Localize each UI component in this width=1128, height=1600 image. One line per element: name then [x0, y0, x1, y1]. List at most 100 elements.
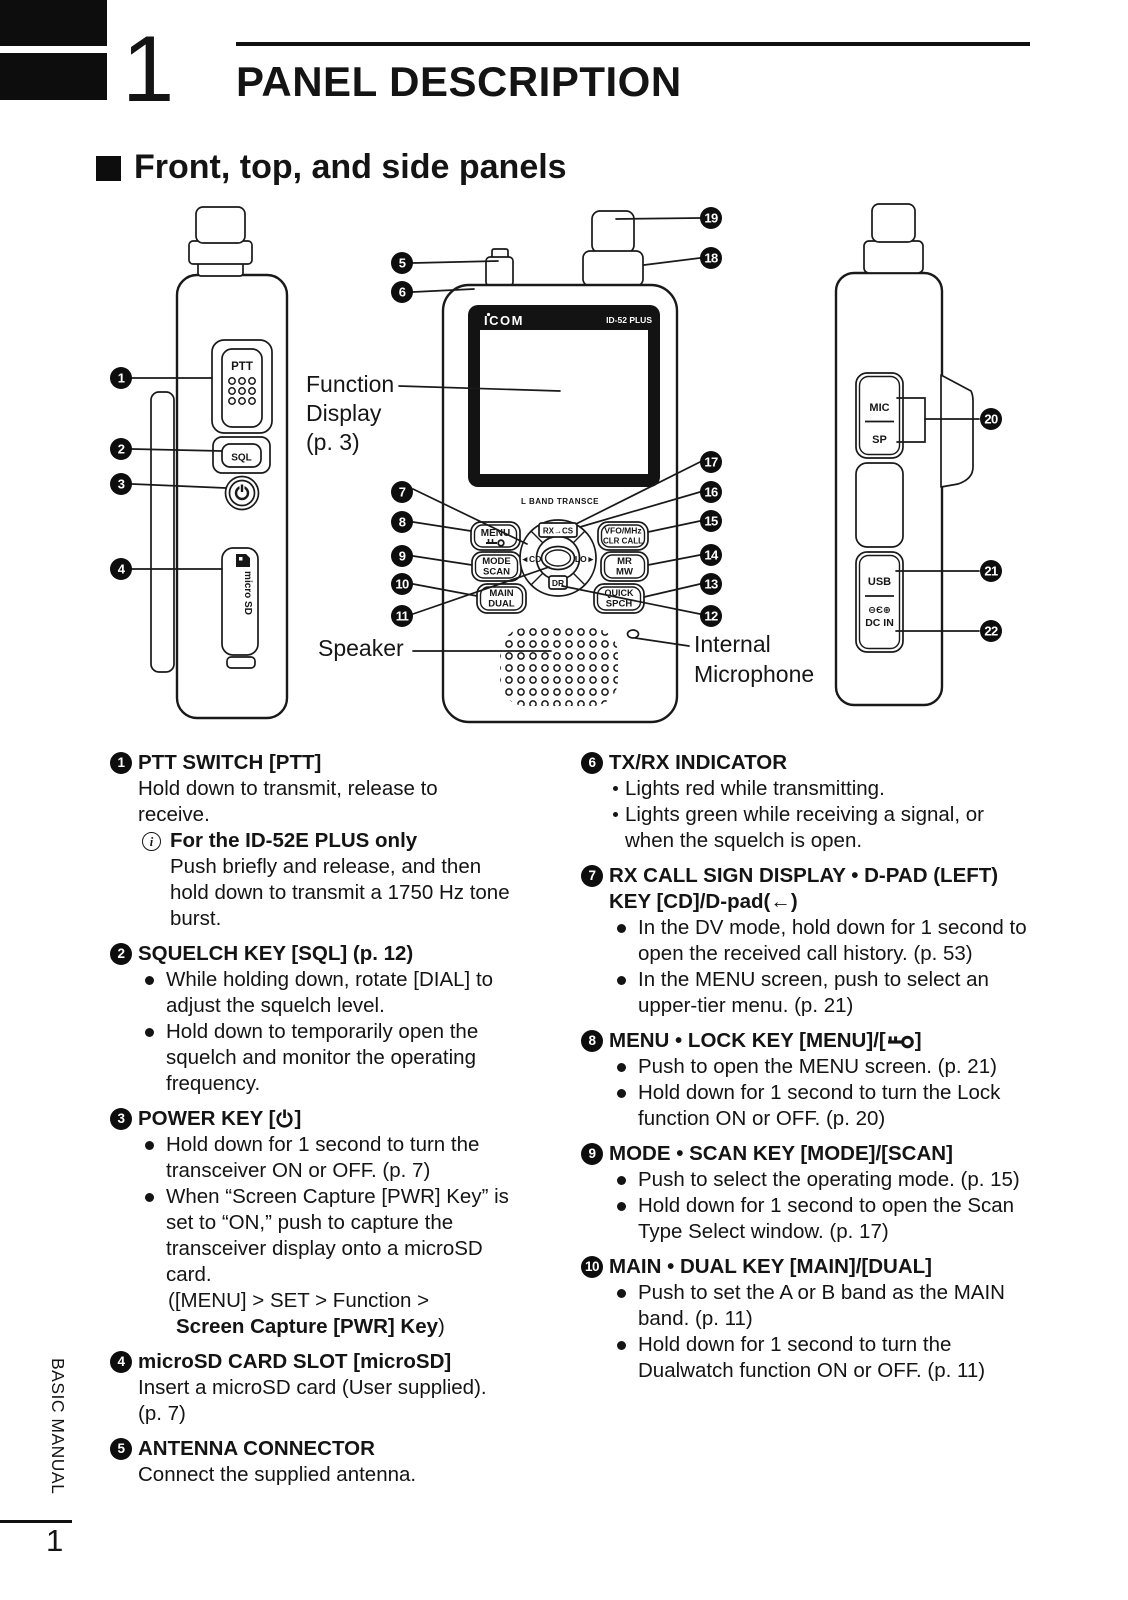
item-number-badge: 4	[110, 1351, 132, 1373]
power-icon	[276, 1109, 294, 1128]
callout-17: 17	[700, 451, 722, 473]
usb-dcin-cover-drawing: USB ⊖Є⊕ DC IN	[855, 551, 904, 653]
menu-key-label: MENU	[481, 528, 510, 539]
bullet-icon	[615, 1167, 638, 1193]
internal-microphone-label: Microphone	[694, 661, 814, 687]
svg-text:18: 18	[704, 251, 718, 266]
section-title: TX/RX INDICATOR	[609, 751, 788, 774]
function-display-screen	[480, 330, 648, 474]
svg-text:21: 21	[984, 564, 998, 579]
function-display-label: Display	[306, 400, 382, 426]
footer-rule	[0, 1520, 72, 1523]
section-title: POWER KEY []	[138, 1107, 302, 1130]
svg-text:10: 10	[395, 577, 409, 592]
bullet-icon	[613, 776, 625, 802]
mic-jack-label: MIC	[869, 402, 889, 414]
page-title: PANEL DESCRIPTION	[236, 58, 682, 105]
callout-leader-lines	[131, 217, 980, 652]
page-number: 1	[46, 1523, 64, 1558]
section-txrx-indicator: 6 TX/RX INDICATOR Lights red while trans…	[581, 750, 1033, 854]
mr-mw-key-drawing: MR MW	[600, 551, 649, 582]
bullet-text: When “Screen Capture [PWR] Key” is set t…	[166, 1185, 509, 1286]
bullet-text: Hold down for 1 second to turn the Lock …	[638, 1081, 1001, 1130]
section-antenna-connector: 5 ANTENNA CONNECTOR Connect the supplied…	[110, 1436, 512, 1488]
svg-text:11: 11	[396, 609, 409, 624]
dpad-right-label: LO►	[575, 554, 595, 564]
dual-key-label: DUAL	[488, 599, 515, 610]
callout-7: 7	[391, 481, 413, 503]
callout-6: 6	[391, 281, 413, 303]
section-title: MENU • LOCK KEY [MENU]/[]	[609, 1029, 922, 1052]
function-display-label: (p. 3)	[306, 429, 360, 455]
item-number-badge: 6	[581, 752, 603, 774]
svg-text:2: 2	[118, 442, 125, 457]
svg-text:6: 6	[399, 285, 406, 300]
callout-20: 20	[980, 408, 1002, 430]
section-power-key: 3 POWER KEY [] Hold down for 1 second to…	[110, 1106, 512, 1340]
item-number-badge: 8	[581, 1030, 603, 1052]
section-text: Insert a microSD card (User supplied).	[138, 1376, 487, 1399]
svg-text:16: 16	[704, 485, 718, 500]
section-title: MODE • SCAN KEY [MODE]/[SCAN]	[609, 1142, 953, 1165]
sql-label: SQL	[231, 453, 252, 464]
ptt-grip-dots	[228, 377, 256, 405]
dpad-up-label: RX→CS	[543, 527, 574, 536]
dpad-left-label: ◄CD	[521, 554, 542, 564]
svg-text:13: 13	[704, 577, 718, 592]
callout-2: 2	[110, 438, 132, 460]
bullet-icon	[615, 1193, 638, 1245]
band-label: L BAND TRANSCE	[521, 497, 599, 506]
bullet-icon	[615, 1080, 638, 1132]
dpad-down-label: DR	[552, 578, 564, 588]
main-dual-key-drawing: MAIN DUAL	[476, 583, 527, 614]
chapter-number: 1	[122, 16, 174, 121]
left-side-view-drawing: PTT SQL micro SD	[150, 206, 289, 720]
bullet-icon	[143, 1184, 166, 1288]
section-rx-call-sign: 7 RX CALL SIGN DISPLAY • D-PAD (LEFT) KE…	[581, 863, 1033, 1019]
section-heading-text: Front, top, and side panels	[134, 148, 567, 186]
callout-18: 18	[700, 247, 722, 269]
scan-key-label: SCAN	[483, 567, 510, 578]
mode-scan-key-drawing: MODE SCAN	[471, 551, 522, 582]
svg-text:20: 20	[984, 412, 998, 427]
radio-panels-diagram: PTT SQL micro SD	[110, 203, 1002, 724]
callout-15: 15	[700, 510, 722, 532]
note-title: For the ID-52E PLUS only	[170, 829, 418, 852]
callout-8: 8	[391, 511, 413, 533]
info-icon: i	[142, 832, 161, 851]
bullet-icon	[613, 802, 625, 854]
dpad-separators	[530, 530, 586, 586]
dc-polarity-icon: ⊖Є⊕	[868, 605, 891, 616]
bullet-icon	[615, 967, 638, 1019]
right-description-column: 6 TX/RX INDICATOR Lights red while trans…	[581, 750, 1033, 1393]
side-panel-drawing	[855, 462, 904, 548]
model-label: ID-52 PLUS	[606, 315, 652, 325]
icom-logo-dot	[486, 312, 491, 317]
main-key-label: MAIN	[489, 588, 513, 599]
item-number-badge: 2	[110, 943, 132, 965]
item-number-badge: 5	[110, 1438, 132, 1460]
callout-1: 1	[110, 367, 132, 389]
callout-10: 10	[391, 573, 413, 595]
svg-text:7: 7	[399, 485, 406, 500]
mw-key-label: MW	[616, 567, 633, 578]
bullet-text: Push to set the A or B band as the MAIN …	[638, 1281, 1005, 1330]
microsd-tab-drawing	[226, 656, 256, 669]
svg-text:19: 19	[704, 211, 718, 226]
clr-call-key-label: CLR CALL	[603, 537, 643, 546]
bullet-icon	[615, 915, 638, 967]
chapter-tab-block	[0, 0, 107, 46]
function-display-label: Function	[306, 371, 394, 397]
bullet-text: Hold down for 1 second to turn the trans…	[166, 1133, 480, 1182]
internal-microphone-label: Internal	[694, 631, 771, 657]
section-title: PTT SWITCH [PTT]	[138, 751, 322, 774]
quick-spch-key-drawing: QUICK SPCH	[593, 583, 645, 614]
section-title: SQUELCH KEY [SQL] (p. 12)	[138, 942, 414, 965]
vfo-key-label: VFO/MHz	[604, 526, 641, 536]
item-number-badge: 1	[110, 752, 132, 774]
power-icon	[234, 484, 250, 501]
callout-5: 5	[391, 252, 413, 274]
icom-logo: ICOM	[484, 313, 524, 328]
item-number-badge: 10	[581, 1256, 603, 1278]
bullet-text: Lights green while receiving a signal, o…	[625, 803, 984, 852]
